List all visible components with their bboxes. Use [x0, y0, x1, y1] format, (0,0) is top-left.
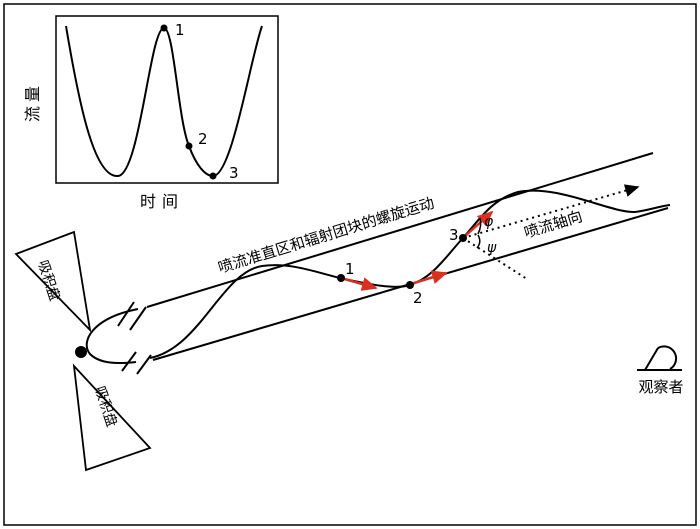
- inset-curve: [65, 25, 263, 178]
- observer: 观察者: [637, 345, 684, 396]
- helical-path: [149, 189, 671, 359]
- accretion-disks: 吸积盘 吸积盘: [14, 230, 152, 472]
- jet-axis-label: 喷流轴向: [522, 207, 585, 242]
- inset-point-3: [209, 172, 217, 180]
- jet-point-2: [406, 281, 414, 289]
- inset-point-2-label: 2: [198, 130, 208, 148]
- phi-label: φ: [484, 214, 494, 230]
- inset-x-axis-label: 时间: [140, 192, 184, 211]
- jet-base-arc: [85, 308, 139, 364]
- inset-point-1-label: 1: [175, 21, 185, 39]
- jet-upper-boundary: [146, 152, 654, 308]
- inset-frame: [55, 15, 279, 184]
- jet-cone: 1 2 3 φ ψ 喷流准直区和辐射团块的螺旋运动 喷流轴向: [85, 152, 671, 375]
- jet-axis-dotted-line: [462, 184, 640, 239]
- observer-label: 观察者: [638, 378, 683, 396]
- lower-break-mark-2: [136, 354, 152, 375]
- lower-accretion-disk: [72, 363, 152, 472]
- upper-break-mark-2: [129, 306, 147, 331]
- motion-arrow-1: [340, 276, 378, 291]
- inset-point-2: [185, 142, 193, 150]
- inset-y-axis-label: 流量: [23, 82, 42, 122]
- inset-light-curve: 1 2 3 流量 时间: [23, 15, 279, 211]
- jet-point-1: [337, 274, 345, 282]
- observer-eye-icon: [657, 345, 678, 370]
- phi-angle-arc: [477, 217, 482, 235]
- jet-point-2-label: 2: [413, 289, 423, 307]
- psi-label: ψ: [487, 240, 497, 256]
- inset-point-1: [160, 24, 168, 32]
- psi-angle-arc: [476, 234, 481, 249]
- observer-sight-line: [644, 347, 659, 371]
- line-of-sight-dotted-line: [462, 237, 528, 280]
- inset-point-3-label: 3: [229, 164, 239, 182]
- lower-break-mark-1: [121, 351, 137, 372]
- jet-top-label: 喷流准直区和辐射团块的螺旋运动: [216, 194, 436, 277]
- jet-point-3-label: 3: [449, 226, 459, 244]
- motion-arrow-2: [410, 270, 448, 286]
- upper-break-mark-1: [117, 301, 135, 327]
- motion-arrow-3: [463, 210, 494, 238]
- central-black-hole: [75, 346, 87, 358]
- outer-frame: [3, 3, 697, 526]
- jet-point-1-label: 1: [345, 260, 355, 278]
- upper-accretion-disk: [14, 230, 92, 333]
